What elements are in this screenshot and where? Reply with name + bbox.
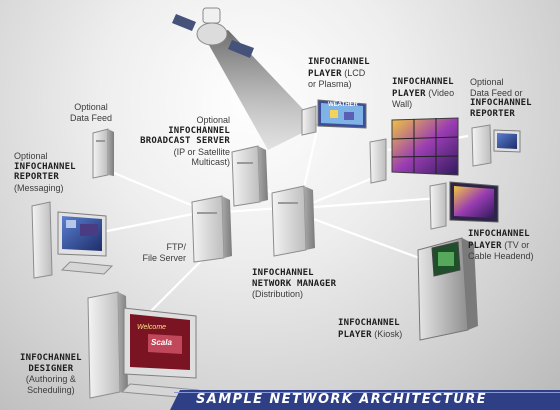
kiosk-player-label: INFOCHANNEL PLAYER (Kiosk) [338, 318, 403, 340]
designer-screen-welcome: Welcome [137, 324, 167, 331]
kiosk-player-icon [417, 237, 478, 341]
title-banner [170, 390, 560, 410]
satellite-icon [172, 7, 254, 58]
designer-label: INFOCHANNEL DESIGNER (Authoring & Schedu… [20, 353, 82, 395]
data-feed-label: Optional Data Feed [70, 102, 113, 123]
page-title: SAMPLE NETWORK ARCHITECTURE [196, 392, 487, 407]
reporter-right-label: Optional Data Feed or INFOCHANNEL REPORT… [470, 77, 532, 119]
lcd-player-icon [301, 99, 367, 136]
data-feed-server-icon [92, 128, 114, 179]
tv-player-icon [429, 181, 499, 230]
ftp-server-icon [191, 195, 232, 263]
reporter-messaging-label: Optional INFOCHANNEL REPORTER (Messaging… [14, 151, 76, 193]
reporter-pc-icon [31, 201, 114, 279]
lcd-player-label: INFOCHANNEL PLAYER (LCD or Plasma) [308, 57, 370, 89]
lcd-screen-header: WEATHER [328, 102, 358, 108]
tv-player-label: INFOCHANNEL PLAYER (TV or Cable Headend) [468, 229, 534, 261]
satellite-beam [205, 30, 318, 150]
video-wall-player-icon [369, 117, 459, 184]
reporter-right-pc-icon [471, 124, 521, 167]
ftp-server-label: FTP/ File Server [142, 242, 186, 263]
designer-pc-icon [87, 291, 200, 399]
designer-screen-brand: Scala [151, 338, 172, 347]
broadcast-server-icon [231, 145, 268, 207]
network-manager-label: INFOCHANNEL NETWORK MANAGER (Distributio… [252, 268, 337, 299]
video-wall-player-label: INFOCHANNEL PLAYER (Video Wall) [392, 77, 455, 109]
broadcast-server-label: Optional INFOCHANNEL BROADCAST SERVER (I… [140, 115, 230, 167]
network-manager-icon [271, 185, 315, 257]
